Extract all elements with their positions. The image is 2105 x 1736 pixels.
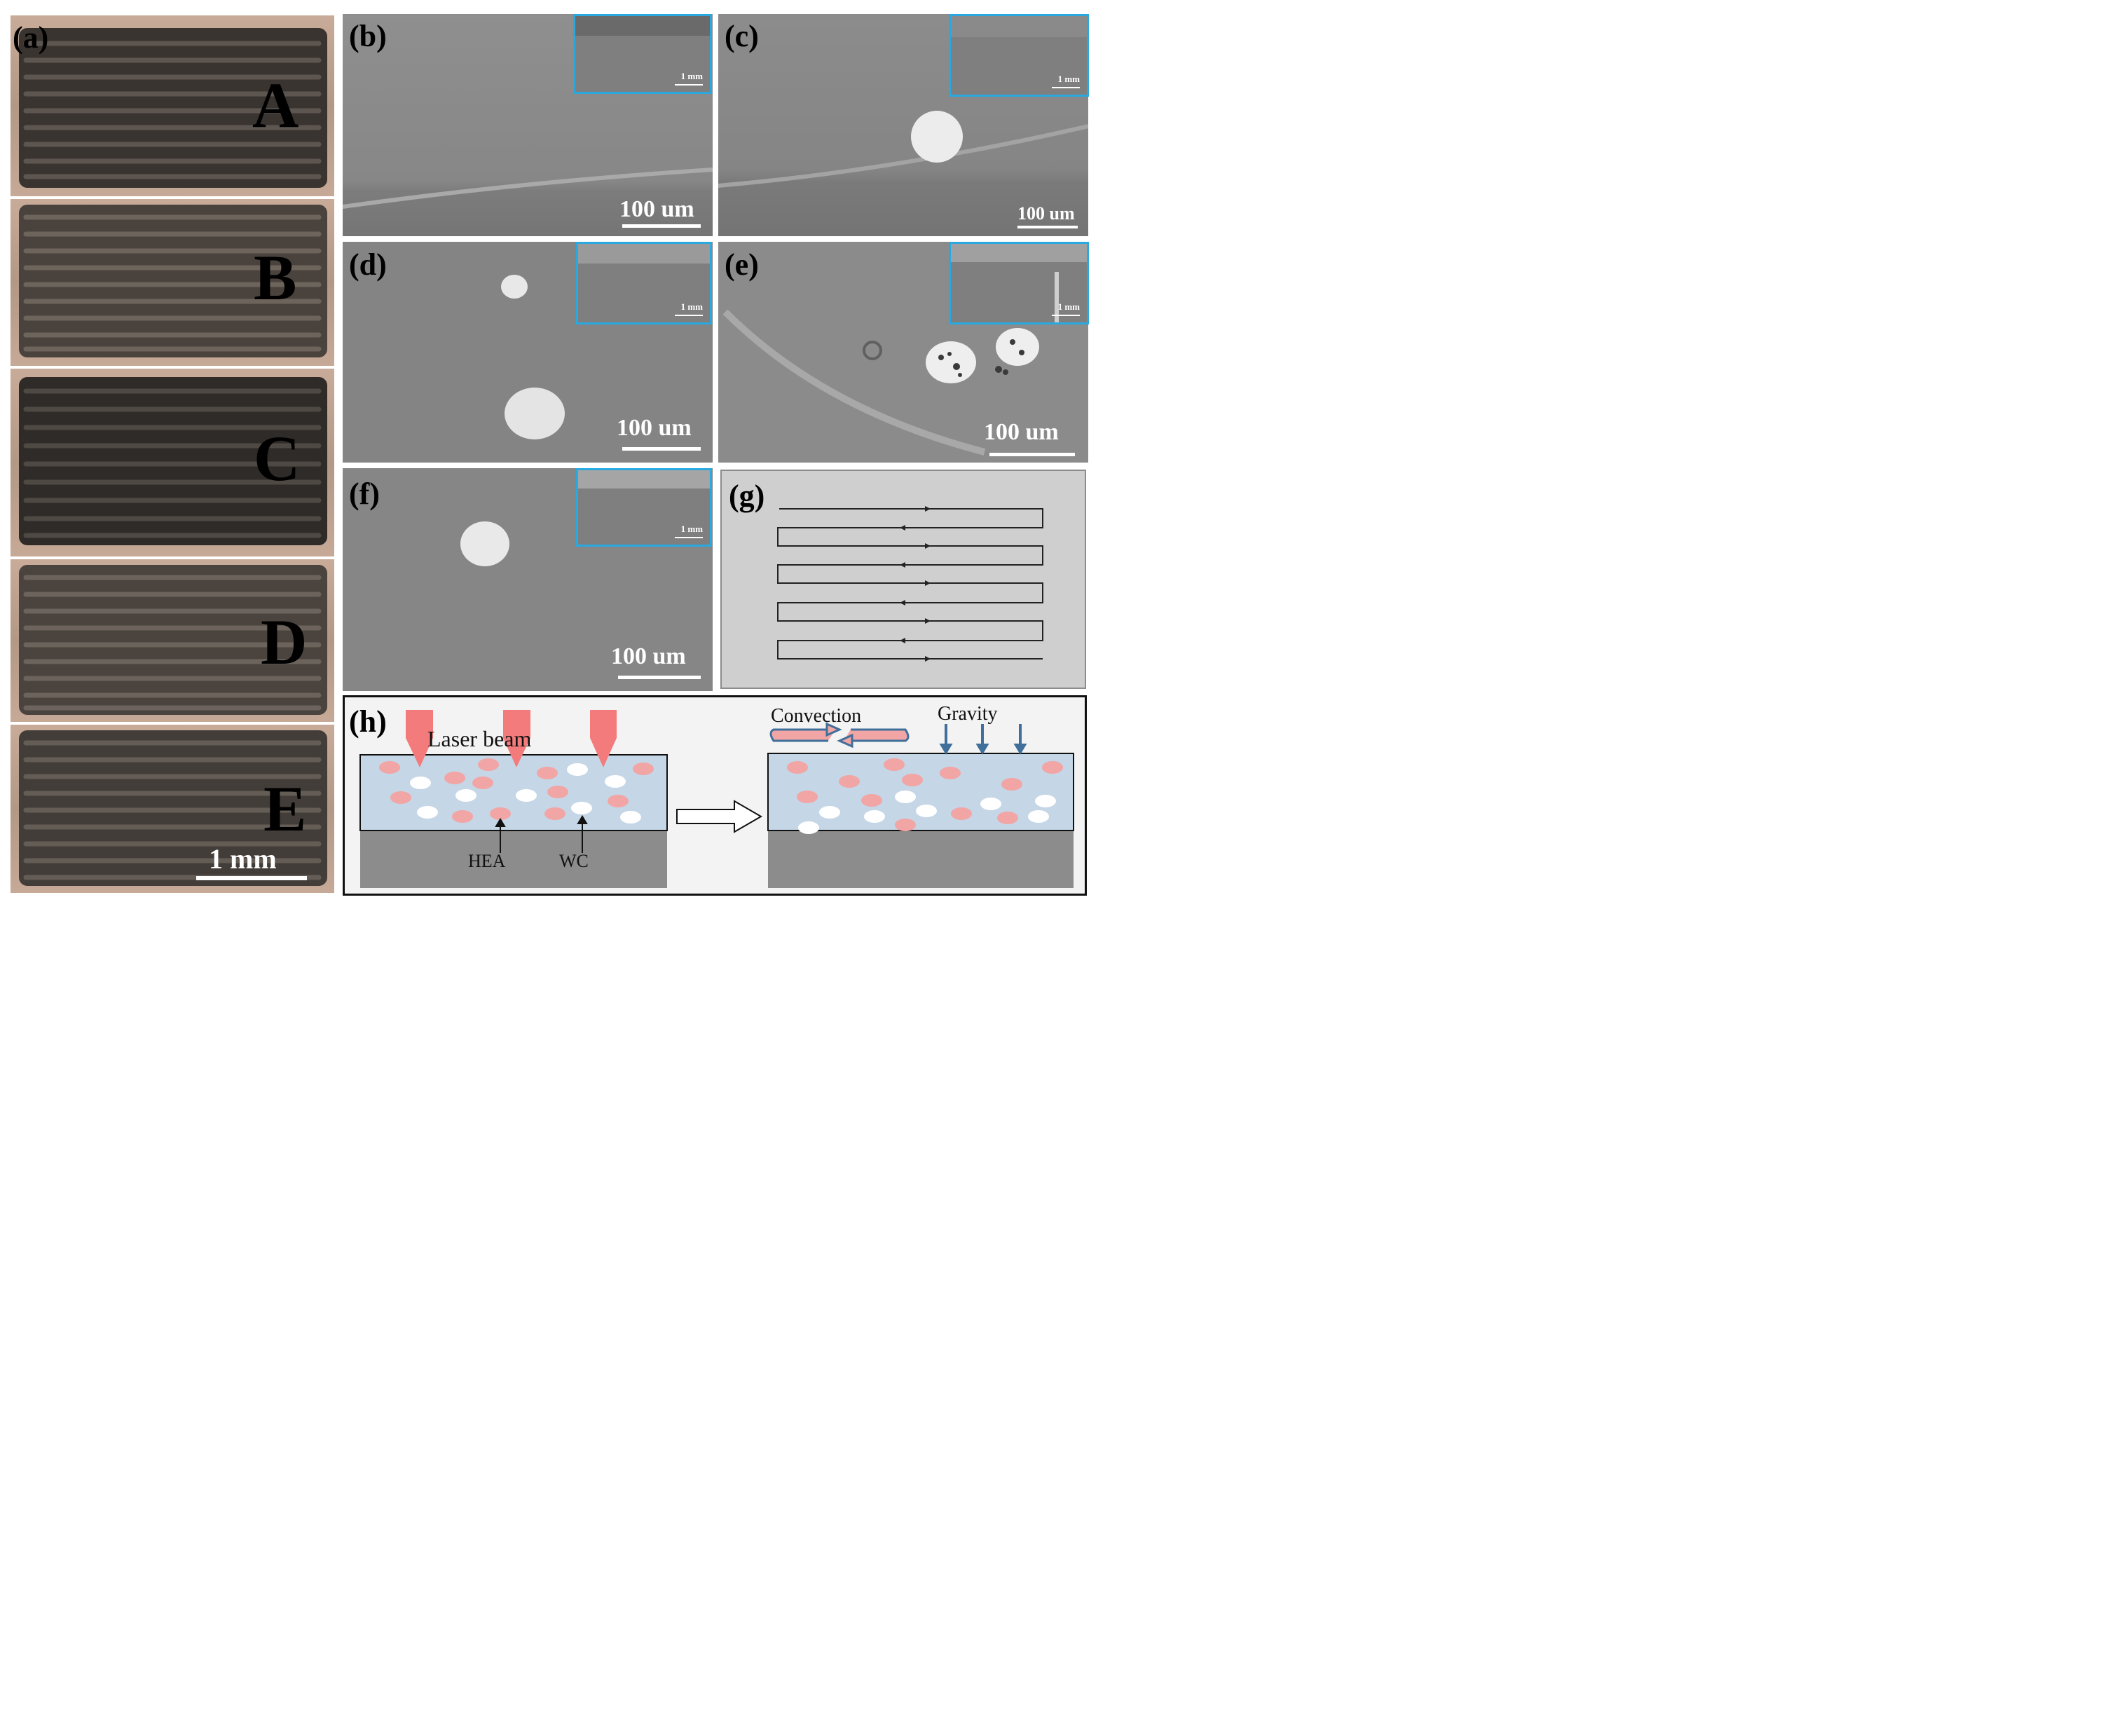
transition-arrow [676, 800, 762, 833]
melt-pool-left [359, 754, 668, 831]
panel-e-inset-scale: 1 mm [1057, 301, 1080, 312]
panel-b-scale-text: 100 um [619, 196, 694, 222]
panel-a-label: (a) [13, 20, 49, 55]
panel-h-schematic [343, 695, 1087, 896]
sample-photo-a [11, 15, 334, 196]
wc-particles-left [410, 763, 641, 823]
panel-d-inset: 1 mm [576, 242, 712, 324]
panel-h-label: (h) [349, 704, 387, 739]
panel-f-label: (f) [349, 477, 380, 511]
panel-c-scale-text: 100 um [1017, 203, 1075, 224]
panel-b-label: (b) [349, 19, 387, 53]
panel-f-inset: 1 mm [576, 468, 712, 547]
panel-c-inset: 1 mm [949, 14, 1089, 97]
wc-label: WC [559, 851, 589, 871]
convection-label: Convection [771, 705, 862, 727]
panel-e-inset: 1 mm [949, 242, 1089, 324]
panel-a-scale-text: 1 mm [209, 843, 277, 875]
sample-photo-e [11, 725, 334, 893]
panel-b-inset: 1 mm [573, 14, 712, 94]
hea-particles-left [379, 758, 654, 823]
substrate-right [768, 831, 1074, 888]
panel-f-scale-text: 100 um [611, 643, 686, 669]
hea-particles-right [787, 758, 1063, 831]
sample-photo-b [11, 199, 334, 366]
laser-beam-label: Laser beam [427, 726, 532, 751]
laser-beams [406, 710, 617, 767]
panel-e-micrograph [718, 242, 1088, 463]
sample-label-c: C [254, 423, 301, 494]
hea-label: HEA [468, 851, 506, 871]
panel-b-inset-scale: 1 mm [680, 71, 703, 81]
panel-e-scale-bar [989, 453, 1075, 456]
melt-pool-right [767, 753, 1074, 831]
panel-f-inset-scale: 1 mm [680, 524, 703, 534]
gravity-arrows [939, 724, 1027, 755]
panel-d-scale-text: 100 um [617, 415, 692, 441]
panel-a-scale-bar [196, 876, 307, 880]
wc-particles-right [798, 791, 1056, 834]
sample-label-e: E [263, 773, 307, 845]
panel-d-label: (d) [349, 247, 387, 282]
panel-g-label: (g) [729, 479, 765, 513]
sample-label-d: D [261, 606, 308, 678]
panel-d-inset-scale: 1 mm [680, 301, 703, 312]
convection-arrows [769, 722, 910, 749]
gravity-label: Gravity [938, 703, 998, 725]
sample-label-b: B [254, 242, 297, 313]
panel-e-label: (e) [725, 247, 759, 282]
panel-e-scale-text: 100 um [984, 419, 1059, 445]
panel-b-scale-bar [622, 224, 701, 228]
scan-path-diagram [777, 506, 1043, 662]
sample-label-a: A [252, 69, 299, 141]
panel-g-scan-path [720, 470, 1086, 689]
panel-c-scale-bar [1017, 226, 1078, 228]
panel-c-inset-scale: 1 mm [1057, 74, 1080, 84]
panel-c-label: (c) [725, 19, 759, 53]
sample-photo-c [11, 369, 334, 556]
substrate-left [360, 831, 667, 888]
panel-d-scale-bar [622, 447, 701, 451]
sample-photo-d [11, 559, 334, 722]
mechanism-diagram [359, 710, 1074, 888]
panel-f-scale-bar [618, 676, 701, 679]
